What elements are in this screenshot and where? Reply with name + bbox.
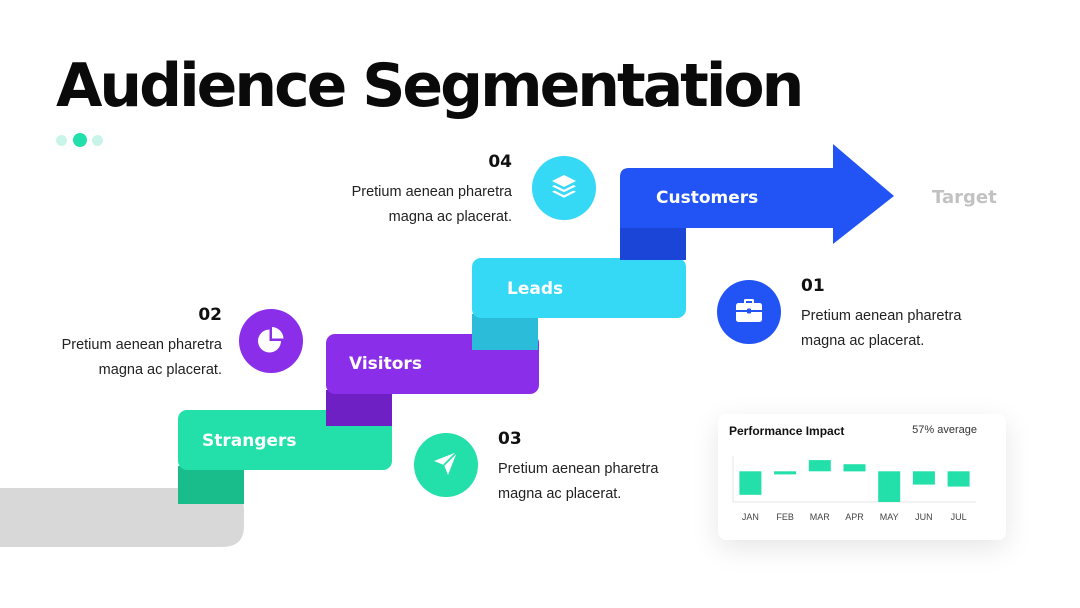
performance-average: 57% average (912, 424, 977, 436)
chart-bar-may (878, 471, 901, 502)
briefcase-icon (733, 294, 765, 331)
step-customers-fold (620, 224, 686, 260)
note-01-line2: magna ac placerat. (801, 333, 925, 349)
note-02-line2: magna ac placerat. (98, 362, 222, 378)
performance-bar-chart: JAN FEB MAR APR MAY JUN JUL (732, 456, 976, 522)
note-01-line1: Pretium aenean pharetra (801, 308, 962, 324)
note-04-number: 04 (488, 152, 512, 172)
icon-circle-03 (414, 433, 478, 497)
pie-chart-icon (255, 323, 287, 360)
target-label: Target (932, 187, 997, 208)
note-03-line2: magna ac placerat. (498, 486, 622, 502)
note-02: 02 Pretium aenean pharetra magna ac plac… (22, 305, 222, 383)
note-04-line2: magna ac placerat. (388, 209, 512, 225)
step-leads-fold (472, 314, 538, 350)
step-label-leads: Leads (507, 279, 563, 299)
note-03: 03 Pretium aenean pharetra magna ac plac… (498, 429, 698, 507)
note-03-number: 03 (498, 429, 522, 449)
chart-bar-jun (912, 471, 935, 485)
step-customers-arrow (620, 144, 894, 244)
icon-circle-04 (532, 156, 596, 220)
performance-title: Performance Impact (729, 424, 845, 438)
step-visitors-fold (326, 390, 392, 426)
chart-tick-may: MAY (880, 512, 899, 522)
note-01: 01 Pretium aenean pharetra magna ac plac… (801, 276, 1001, 354)
indicator-dot-3 (92, 135, 103, 146)
icon-circle-02 (239, 309, 303, 373)
indicator-dot-1 (56, 135, 67, 146)
step-label-customers: Customers (656, 188, 758, 208)
chart-tick-apr: APR (845, 512, 864, 522)
step-label-strangers: Strangers (202, 431, 297, 451)
indicator-dot-active (73, 133, 87, 147)
page-title: Audience Segmentation (56, 51, 804, 121)
step-strangers-fold (178, 466, 244, 504)
icon-circle-01 (717, 280, 781, 344)
performance-card: Performance Impact 57% average JAN FEB MAR… (718, 414, 1006, 540)
note-03-line1: Pretium aenean pharetra (498, 461, 659, 477)
chart-tick-feb: FEB (776, 512, 794, 522)
chart-tick-jun: JUN (915, 512, 933, 522)
chart-tick-jul: JUL (951, 512, 967, 522)
step-label-visitors: Visitors (349, 354, 422, 374)
note-04-line1: Pretium aenean pharetra (351, 184, 512, 200)
note-02-line1: Pretium aenean pharetra (61, 337, 222, 353)
note-01-number: 01 (801, 276, 825, 296)
chart-tick-jan: JAN (742, 512, 759, 522)
layers-icon (548, 170, 580, 207)
note-04: 04 Pretium aenean pharetra magna ac plac… (312, 152, 512, 230)
send-icon (430, 447, 462, 484)
chart-bar-feb (774, 471, 797, 475)
chart-bar-mar (808, 460, 831, 472)
step-leads-bar (472, 258, 686, 318)
chart-bar-jan (739, 471, 762, 495)
chart-bar-apr (843, 464, 866, 472)
note-02-number: 02 (198, 305, 222, 325)
chart-bar-jul (947, 471, 970, 487)
chart-tick-mar: MAR (810, 512, 831, 522)
